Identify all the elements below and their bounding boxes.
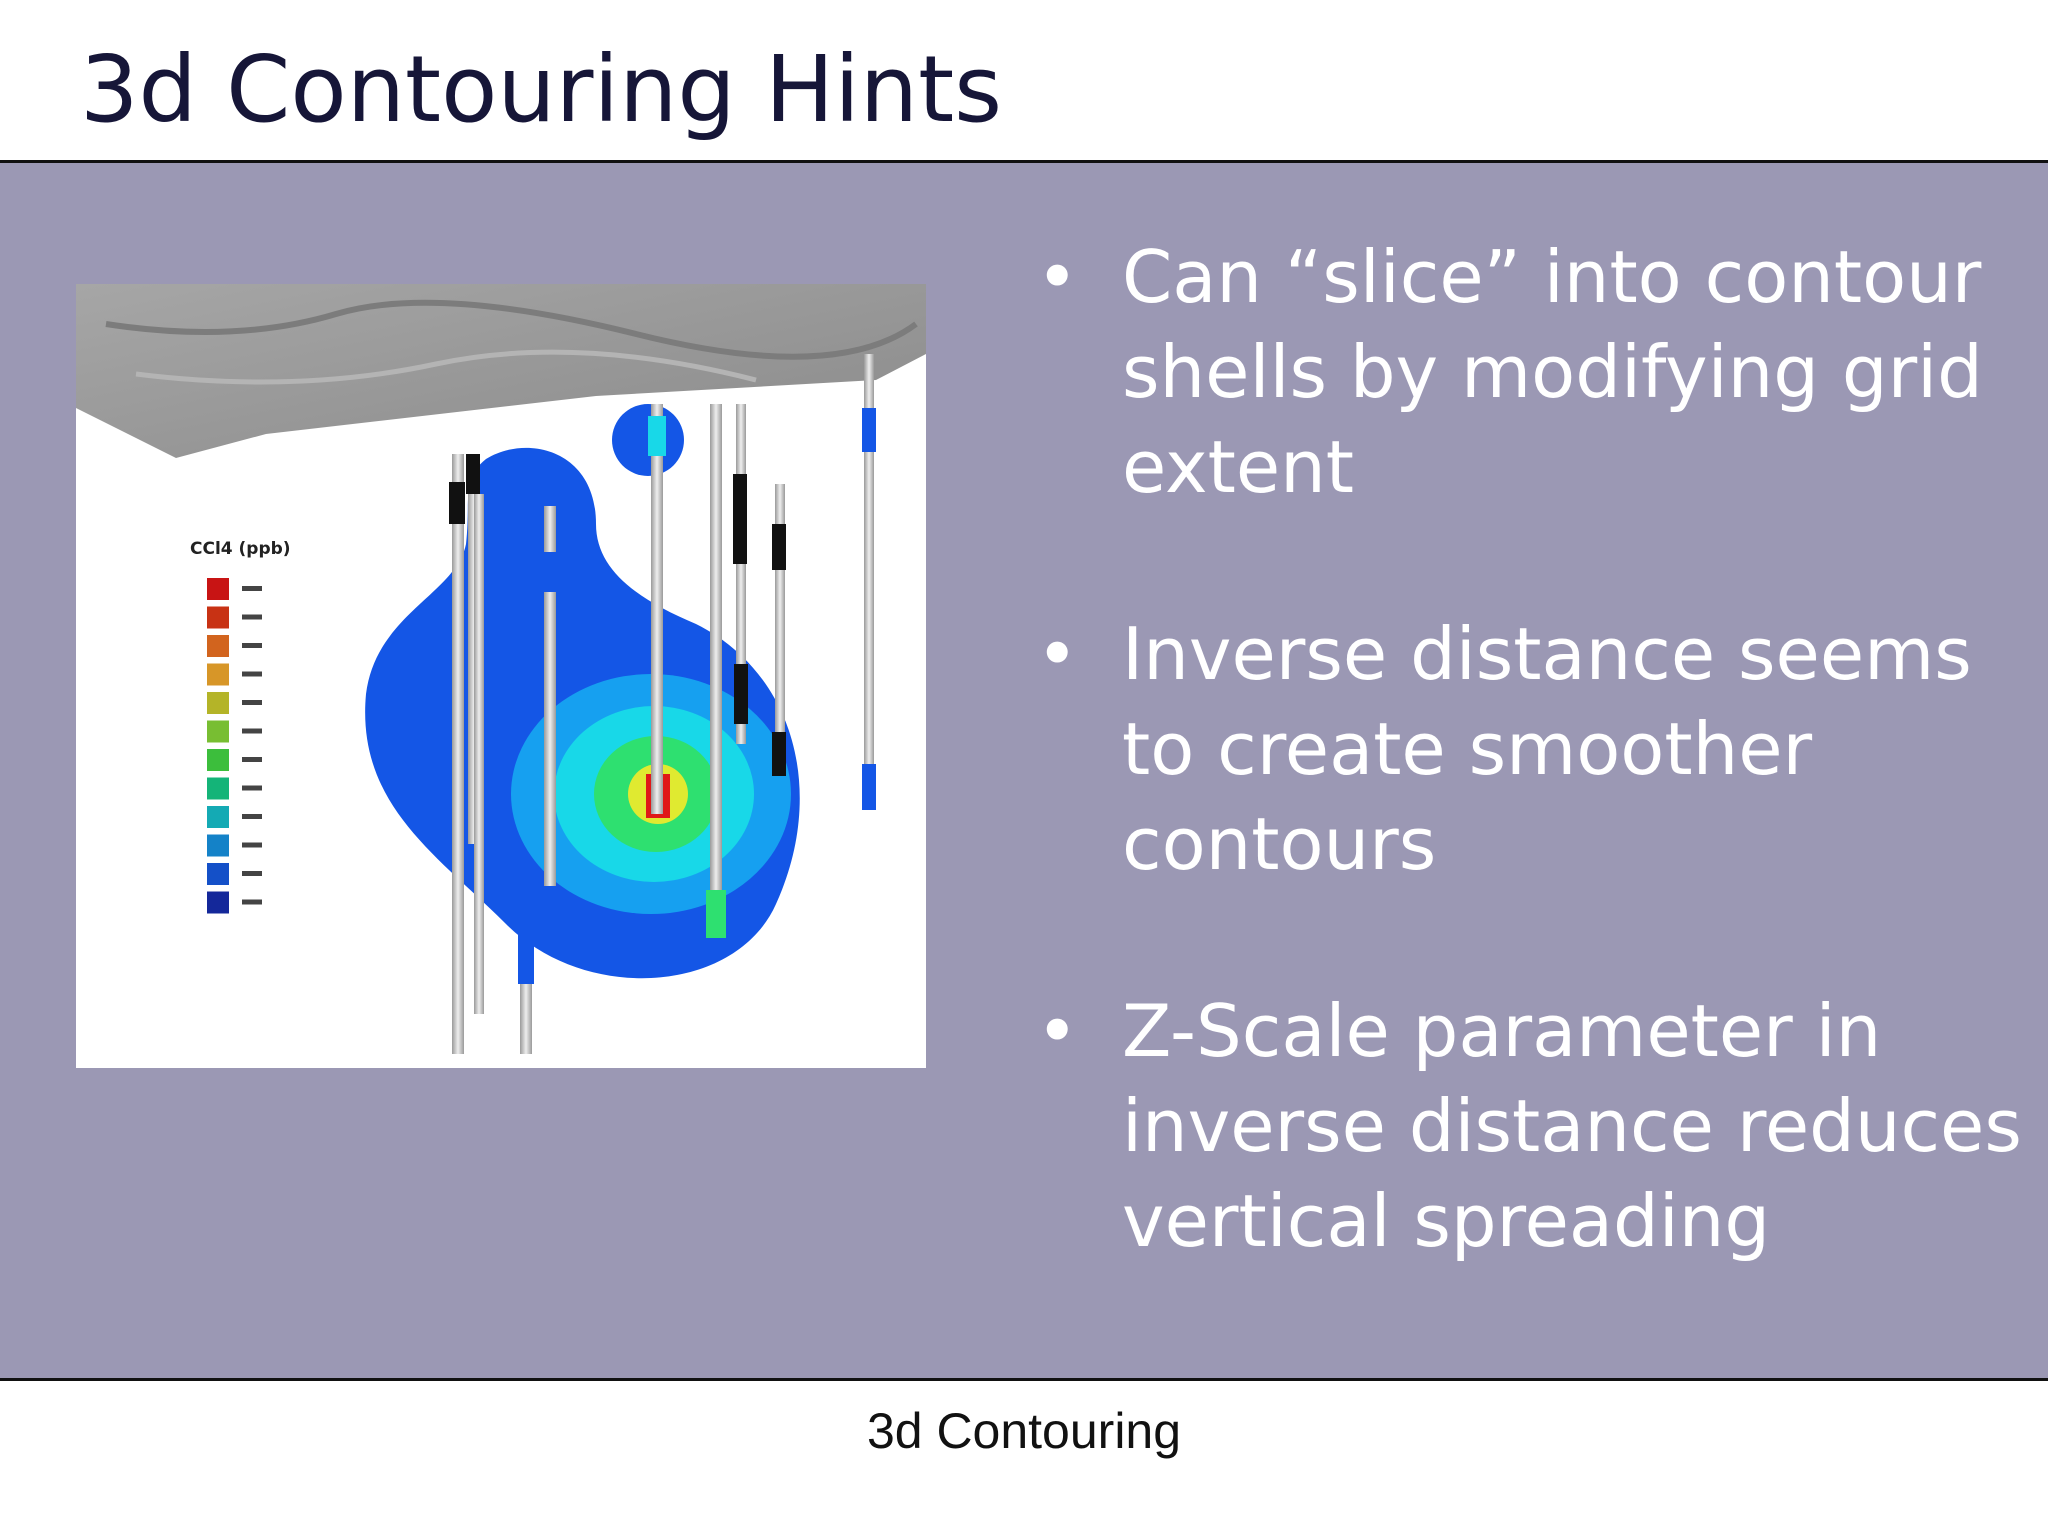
well-screen [734, 664, 748, 724]
well-screen [648, 416, 666, 456]
bullet-list: • Can “slice” into contour shells by mod… [1030, 230, 2030, 1361]
well-pipe [710, 404, 722, 924]
well-pipe [736, 404, 746, 744]
plume-illustration: CCl4 (ppb) [76, 284, 926, 1054]
terrain-texture [135, 349, 757, 385]
well-screen [862, 408, 876, 452]
legend-swatch [207, 806, 229, 828]
contour-figure: CCl4 (ppb) [76, 284, 926, 1068]
well-pipe [452, 454, 464, 1054]
well-pipe [474, 494, 484, 1014]
legend-swatch [207, 863, 229, 885]
legend-swatch [207, 720, 229, 743]
well-pipe [544, 506, 556, 886]
well-screen [466, 454, 480, 494]
well-screen [862, 764, 876, 810]
legend-swatch [207, 692, 229, 714]
well-screen [518, 934, 534, 984]
legend-title: CCl4 (ppb) [190, 539, 291, 559]
well-pipe [775, 484, 785, 774]
legend-tick-label [242, 728, 262, 734]
legend-tick-label [242, 757, 262, 762]
bullet-text: Z-Scale parameter in inverse distance re… [1122, 989, 2022, 1263]
well-pipes [449, 354, 876, 1054]
legend-tick-label [242, 785, 262, 791]
slide-footer: 3d Contouring [866, 1403, 1182, 1459]
legend-swatch [207, 606, 229, 629]
bullet-item: • Z-Scale parameter in inverse distance … [1030, 984, 2030, 1269]
legend-swatch [207, 635, 229, 657]
legend-tick-label [242, 586, 262, 591]
legend-tick-label [242, 814, 262, 819]
bullet-marker: • [1036, 989, 1079, 1073]
bullet-marker: • [1036, 612, 1079, 696]
bullet-marker: • [1036, 235, 1079, 319]
well-screen [542, 552, 558, 592]
legend-tick-label [242, 700, 262, 705]
slide-title: 3d Contouring Hints [80, 36, 1003, 143]
legend-tick-label [242, 614, 262, 620]
terrain-texture [105, 299, 918, 360]
well-screen [706, 890, 726, 938]
legend-tick-label [242, 871, 262, 876]
well-screen [449, 482, 465, 524]
legend-tick-label [242, 899, 262, 905]
legend-swatch [207, 663, 229, 686]
legend-swatch [207, 891, 229, 914]
legend-swatches [207, 578, 262, 914]
legend-swatch [207, 749, 229, 771]
well-screen [772, 732, 786, 776]
legend-tick-label [242, 671, 262, 677]
title-divider [0, 160, 2048, 163]
legend-tick-label [242, 842, 262, 848]
well-screen [733, 474, 747, 564]
bullet-text: Inverse distance seems to create smoothe… [1122, 612, 1972, 886]
well-pipe [651, 404, 663, 814]
footer-divider [0, 1378, 2048, 1381]
legend-tick-label [242, 643, 262, 648]
well-pipe [864, 354, 874, 809]
bullet-item: • Inverse distance seems to create smoot… [1030, 607, 2030, 892]
bullet-text: Can “slice” into contour shells by modif… [1122, 235, 1983, 509]
legend-swatch [207, 777, 229, 800]
legend-swatch [207, 578, 229, 600]
bullet-item: • Can “slice” into contour shells by mod… [1030, 230, 2030, 515]
legend-swatch [207, 834, 229, 857]
well-screen [772, 524, 786, 570]
